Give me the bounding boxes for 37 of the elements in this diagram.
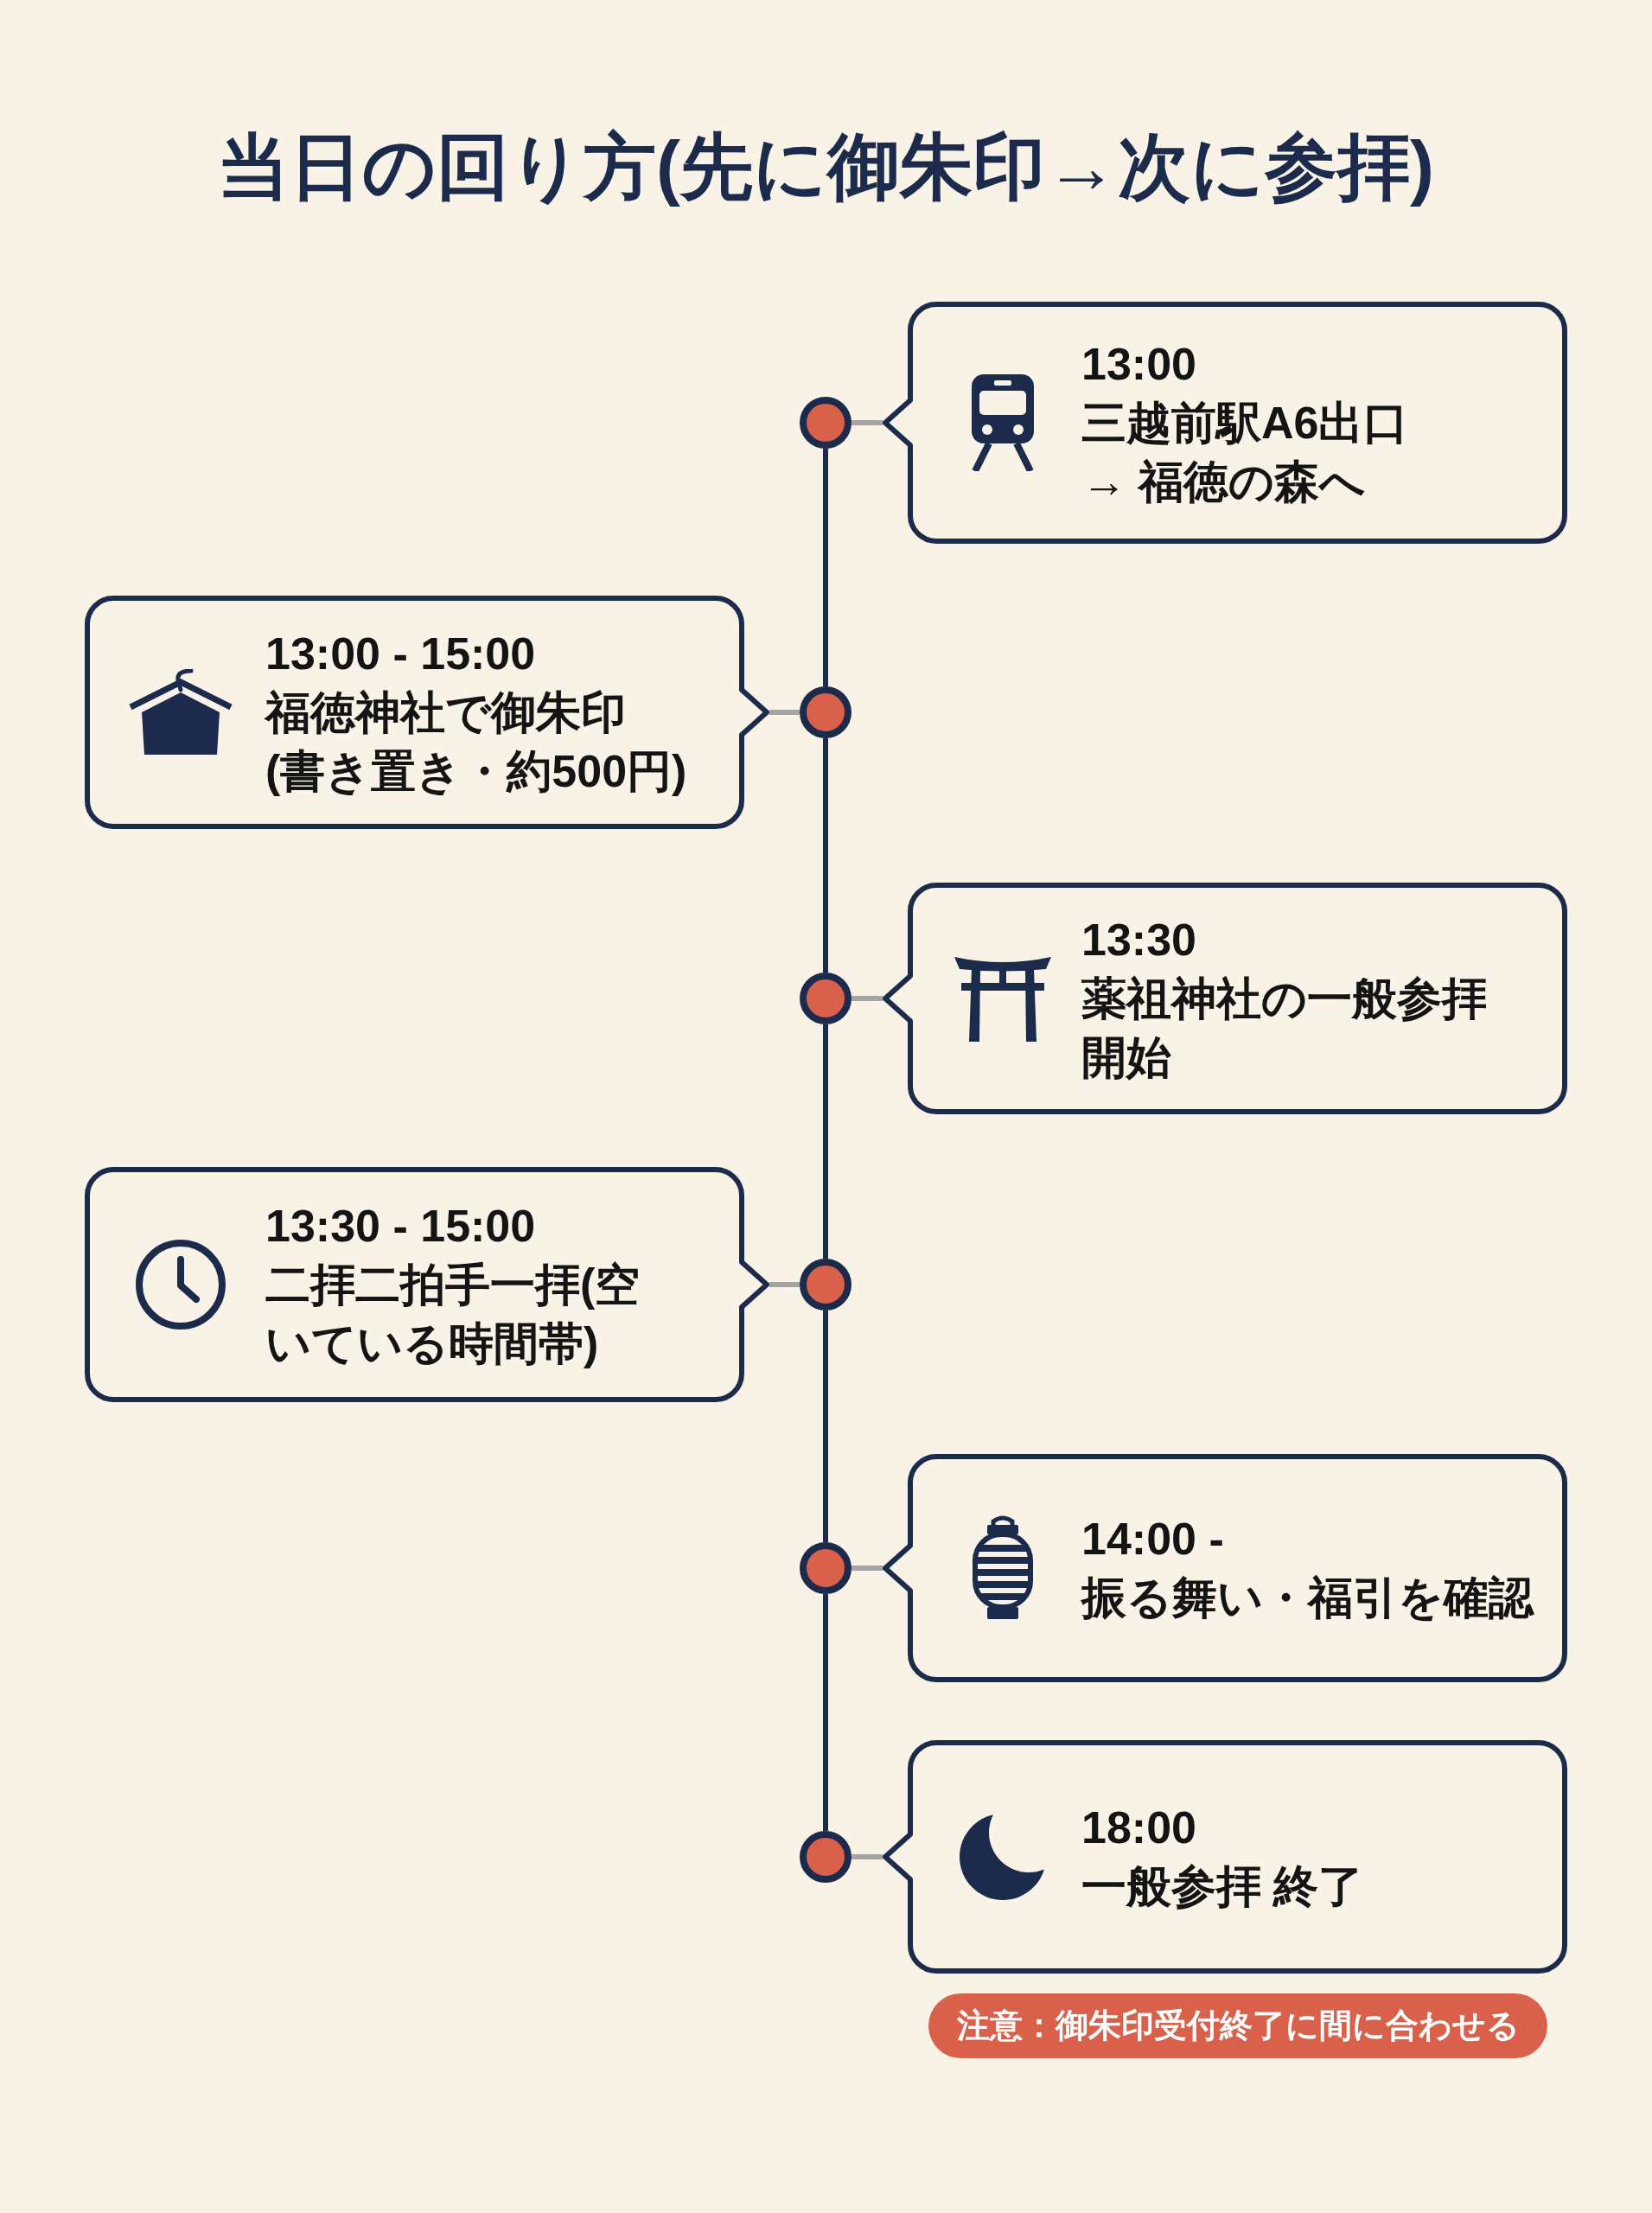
time-text: 13:00 - 15:00 xyxy=(265,628,536,680)
timeline-dot xyxy=(800,686,852,738)
description-text: 福徳神社で御朱印(書き置き・約500円) xyxy=(265,686,688,798)
timeline-dot xyxy=(800,1542,852,1594)
speech-bubble-card xyxy=(883,1454,1567,1682)
connector-line xyxy=(769,1282,800,1287)
timeline-line xyxy=(823,738,828,973)
speech-bubble-card xyxy=(85,596,769,829)
timeline-line xyxy=(823,1594,828,1831)
connector-line xyxy=(852,1566,883,1571)
timeline-line xyxy=(823,1024,828,1259)
timeline-dot xyxy=(800,973,852,1024)
time-text: 13:30 - 15:00 xyxy=(265,1200,536,1253)
timeline-dot xyxy=(800,1831,852,1883)
time-text: 13:00 xyxy=(1081,338,1196,391)
speech-bubble-card xyxy=(883,1740,1567,1974)
speech-bubble-card xyxy=(85,1167,769,1402)
time-text: 13:30 xyxy=(1081,914,1196,966)
description-text: 二拝二拍手一拝(空いている時間帯) xyxy=(265,1259,641,1370)
timeline-dot xyxy=(800,1259,852,1311)
connector-line xyxy=(852,420,883,425)
connector-line xyxy=(769,710,800,715)
speech-bubble-card xyxy=(883,883,1567,1114)
timeline-dot xyxy=(800,397,852,449)
timeline-line xyxy=(823,1311,828,1542)
time-text: 14:00 - xyxy=(1081,1513,1224,1566)
description-text: 一般参拝 終了 xyxy=(1081,1860,1364,1913)
time-text: 18:00 xyxy=(1081,1802,1196,1854)
title-text: 当日の回り方(先に御朱印→次に参拝) xyxy=(217,125,1434,209)
timeline-line xyxy=(823,449,828,686)
description-text: 薬祖神社の一般参拝開始 xyxy=(1081,973,1488,1084)
description-text: 振る舞い・福引を確認 xyxy=(1081,1572,1534,1624)
speech-bubble-card xyxy=(883,302,1567,544)
connector-line xyxy=(852,996,883,1001)
warning-note: 注意：御朱印受付終了に間に合わせる xyxy=(928,1993,1547,2058)
description-text: 三越前駅A6出口 → 福徳の森へ xyxy=(1081,397,1410,508)
connector-line xyxy=(852,1854,883,1859)
